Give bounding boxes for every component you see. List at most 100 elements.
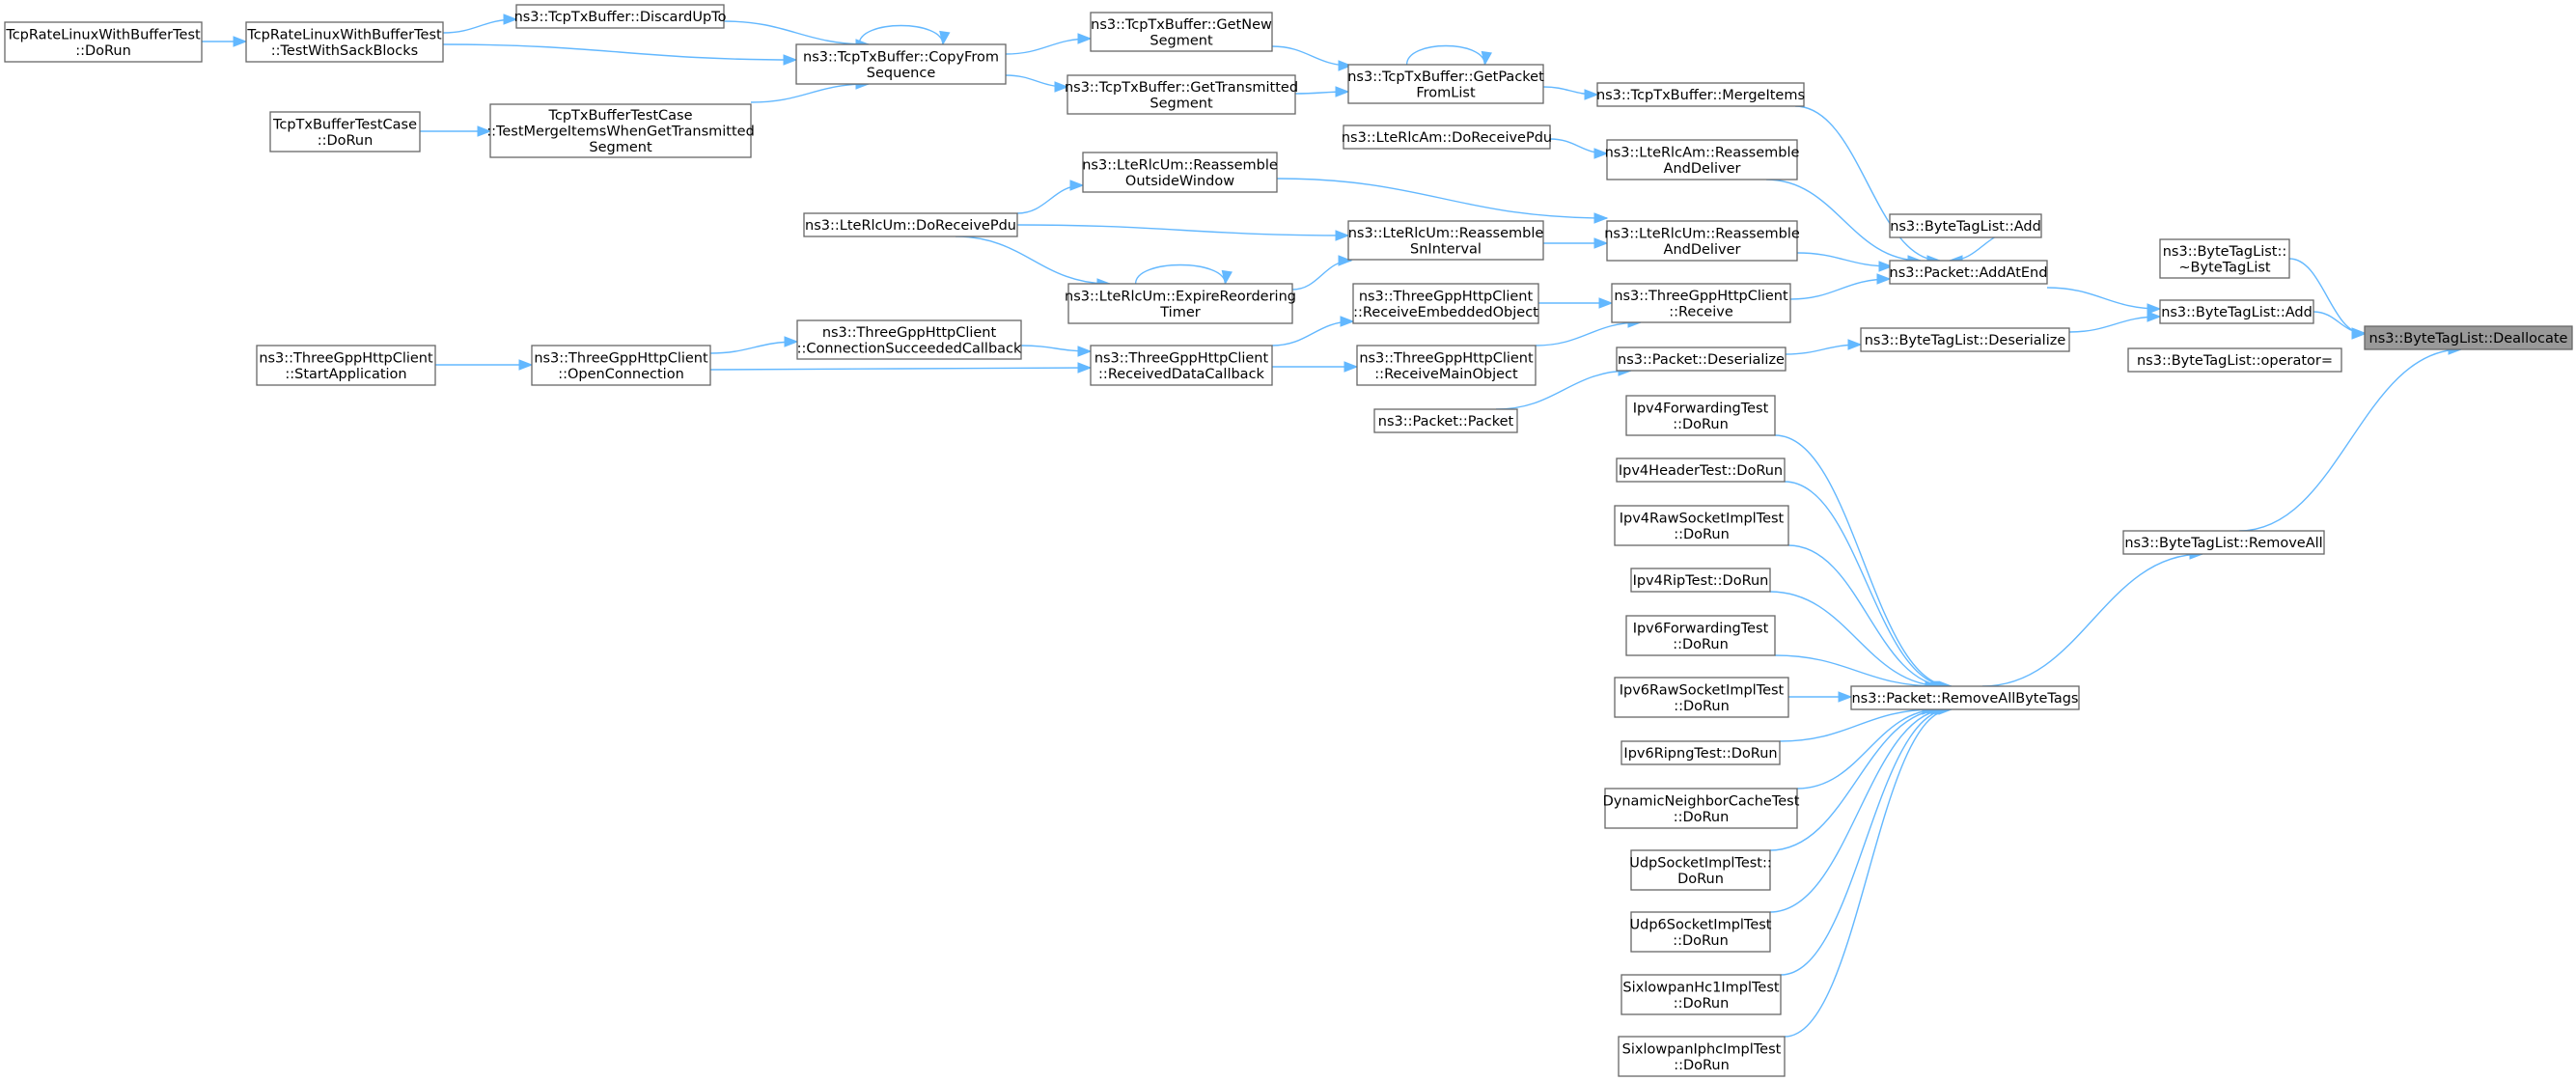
- node-label: ::ConnectionSucceededCallback: [797, 341, 1022, 356]
- edge-udpsock-test-to-packet-removeallbytetags: [1769, 708, 1945, 851]
- node-box: [1373, 408, 1518, 433]
- edge-tcprate-sack-to-tcptx-copyfrom: [442, 43, 797, 61]
- node-ipv4fwd-test[interactable]: Ipv4ForwardingTest::DoRun: [1625, 395, 1776, 436]
- node-label: ns3::ByteTagList::RemoveAll: [2124, 536, 2322, 551]
- node-http-recvmain[interactable]: ns3::ThreeGppHttpClient::ReceiveMainObje…: [1356, 345, 1537, 386]
- edge-lterlcum-outside-to-lterlcum-reassemble-arrowhead: [1593, 212, 1609, 224]
- node-http-openconnection[interactable]: ns3::ThreeGppHttpClient::OpenConnection: [531, 345, 711, 386]
- node-deallocate[interactable]: ns3::ByteTagList::Deallocate: [2364, 325, 2573, 350]
- node-label: Ipv4ForwardingTest: [1633, 401, 1769, 416]
- node-label: ::TestMergeItemsWhenGetTransmitted: [486, 125, 755, 140]
- node-tcptxcase-merge[interactable]: TcpTxBufferTestCase::TestMergeItemsWhenG…: [486, 103, 755, 158]
- edge-btl-removeall-to-deallocate: [2238, 348, 2462, 532]
- node-sixiphc-test[interactable]: SixlowpanIphcImplTest::DoRun: [1618, 1036, 1786, 1077]
- node-label: ns3::ThreeGppHttpClient: [534, 350, 708, 366]
- node-label: UdpSocketImplTest::: [1629, 855, 1772, 871]
- node-btl-dtor[interactable]: ns3::ByteTagList::~ByteTagList: [2159, 238, 2290, 279]
- node-btl-deserialize[interactable]: ns3::ByteTagList::Deserialize: [1860, 327, 2070, 352]
- node-udpsock-test[interactable]: UdpSocketImplTest::DoRun: [1629, 849, 1772, 891]
- node-btl-removeall[interactable]: ns3::ByteTagList::RemoveAll: [2122, 530, 2325, 555]
- edge-packet-addatend-to-btl-add: [2046, 287, 2161, 310]
- node-label: Ipv4RawSocketImplTest: [1620, 511, 1785, 526]
- node-http-connsucceeded[interactable]: ns3::ThreeGppHttpClient::ConnectionSucce…: [796, 319, 1022, 360]
- edge-lterlcum-doreceivepdu-to-lterlcum-expire: [955, 236, 1111, 285]
- node-btl-add[interactable]: ns3::ByteTagList::Add: [2159, 299, 2314, 324]
- node-lterlcam-doreceivepdu[interactable]: ns3::LteRlcAm::DoReceivePdu: [1342, 125, 1552, 150]
- node-http-startapp[interactable]: ns3::ThreeGppHttpClient::StartApplicatio…: [256, 345, 436, 386]
- edge-ipv6fwd-test-to-packet-removeallbytetags: [1774, 654, 1939, 687]
- node-ipv4header-test[interactable]: Ipv4HeaderTest::DoRun: [1616, 457, 1786, 483]
- node-lterlcum-doreceivepdu[interactable]: ns3::LteRlcUm::DoReceivePdu: [803, 212, 1018, 237]
- node-ipv6fwd-test[interactable]: Ipv6ForwardingTest::DoRun: [1625, 615, 1776, 656]
- node-box: [1347, 64, 1544, 104]
- node-dyncache-test[interactable]: DynamicNeighborCacheTest::DoRun: [1603, 788, 1800, 829]
- node-label: Ipv6RipngTest::DoRun: [1623, 746, 1777, 762]
- edge-tcptx-copyfrom-to-tcptx-getnew-arrowhead: [1077, 33, 1093, 44]
- node-label: Segment: [1150, 96, 1213, 111]
- node-label: Timer: [1159, 305, 1200, 320]
- node-label: AndDeliver: [1664, 242, 1741, 258]
- node-label: ::Receive: [1669, 304, 1733, 319]
- node-tcptx-discardupto[interactable]: ns3::TcpTxBuffer::DiscardUpTo: [514, 4, 727, 29]
- node-tcptx-mergeitems[interactable]: ns3::TcpTxBuffer::MergeItems: [1596, 82, 1805, 107]
- node-packet-deserialize[interactable]: ns3::Packet::Deserialize: [1616, 346, 1787, 372]
- node-ipv4raw-test[interactable]: Ipv4RawSocketImplTest::DoRun: [1614, 505, 1789, 546]
- edge-tcptx-mergeitems-to-packet-addatend: [1794, 105, 1941, 262]
- edge-http-openconnection-to-http-connsucceeded-arrowhead: [784, 336, 799, 347]
- edge-tcptx-getnew-to-tcptx-getpacketfromlist-arrowhead: [1338, 60, 1353, 71]
- node-label: ::OpenConnection: [558, 367, 684, 382]
- node-packet-addatend[interactable]: ns3::Packet::AddAtEnd: [1889, 260, 2048, 285]
- node-label: OutsideWindow: [1125, 174, 1234, 189]
- node-ipv4rip-test[interactable]: Ipv4RipTest::DoRun: [1630, 568, 1771, 593]
- edge-http-receive-to-packet-addatend: [1789, 278, 1891, 300]
- node-http-receiveddata[interactable]: ns3::ThreeGppHttpClient::ReceivedDataCal…: [1090, 345, 1273, 386]
- node-label: ns3::ByteTagList::: [2163, 244, 2287, 260]
- node-label: ns3::LteRlcUm::DoReceivePdu: [805, 218, 1016, 234]
- node-label: Ipv4HeaderTest::DoRun: [1619, 463, 1783, 479]
- node-http-recvembedded[interactable]: ns3::ThreeGppHttpClient::ReceiveEmbedded…: [1352, 283, 1539, 324]
- edge-lterlcum-expire-to-lterlcum-snint: [1291, 260, 1352, 291]
- edge-lterlcum-expire-to-lterlcum-expire: [1134, 263, 1227, 285]
- node-label: Sequence: [867, 66, 936, 81]
- node-box: [2122, 530, 2325, 555]
- node-sixhc1-test[interactable]: SixlowpanHc1ImplTest::DoRun: [1620, 974, 1782, 1015]
- node-http-receive[interactable]: ns3::ThreeGppHttpClient::Receive: [1611, 283, 1791, 323]
- node-udp6sock-test[interactable]: Udp6SocketImplTest::DoRun: [1630, 911, 1772, 953]
- node-label: ns3::LteRlcAm::Reassemble: [1605, 145, 1800, 160]
- node-box: [2159, 238, 2290, 279]
- edge-tcprate-sack-to-tcptx-copyfrom-arrowhead: [783, 54, 798, 66]
- node-packet-removeallbytetags[interactable]: ns3::Packet::RemoveAllByteTags: [1850, 685, 2080, 710]
- node-label: ns3::LteRlcUm::Reassemble: [1604, 226, 1800, 241]
- node-ipv6raw-test[interactable]: Ipv6RawSocketImplTest::DoRun: [1614, 677, 1789, 718]
- node-box: [1620, 740, 1781, 765]
- node-btl-add-2[interactable]: ns3::ByteTagList::Add: [1889, 213, 2042, 238]
- node-tcprate-sack[interactable]: TcpRateLinuxWithBufferTest::TestWithSack…: [245, 21, 444, 63]
- edge-ipv4header-test-to-packet-removeallbytetags: [1784, 481, 1951, 687]
- node-ipv6ripng-test[interactable]: Ipv6RipngTest::DoRun: [1620, 740, 1781, 765]
- node-label: ns3::TcpTxBuffer::MergeItems: [1596, 88, 1805, 103]
- node-packet-packet[interactable]: ns3::Packet::Packet: [1373, 408, 1518, 433]
- node-btl-operator-assign[interactable]: ns3::ByteTagList::operator=: [2127, 347, 2342, 373]
- node-label: ::DoRun: [1673, 933, 1729, 949]
- node-box: [4, 21, 203, 63]
- node-label: SixlowpanHc1ImplTest: [1622, 980, 1779, 995]
- node-label: ns3::ThreeGppHttpClient: [1359, 289, 1534, 304]
- edge-tcptx-getpacketfromlist-to-tcptx-mergeitems-arrowhead: [1584, 89, 1599, 100]
- node-label: ::DoRun: [75, 43, 131, 59]
- edge-sixiphc-test-to-packet-removeallbytetags: [1784, 708, 1953, 1038]
- edge-packet-addatend-to-btl-add-arrowhead: [2147, 303, 2162, 315]
- edge-tcptx-getpacketfromlist-to-tcptx-getpacketfromlist: [1405, 44, 1486, 66]
- edge-http-receiveddata-to-http-recvmain-arrowhead: [1343, 361, 1359, 373]
- node-label: ns3::ThreeGppHttpClient: [1359, 350, 1534, 366]
- node-tcptxcase-dorun[interactable]: TcpTxBufferTestCase::DoRun: [269, 111, 421, 152]
- node-tcprate-dorun[interactable]: TcpRateLinuxWithBufferTest::DoRun: [4, 21, 203, 63]
